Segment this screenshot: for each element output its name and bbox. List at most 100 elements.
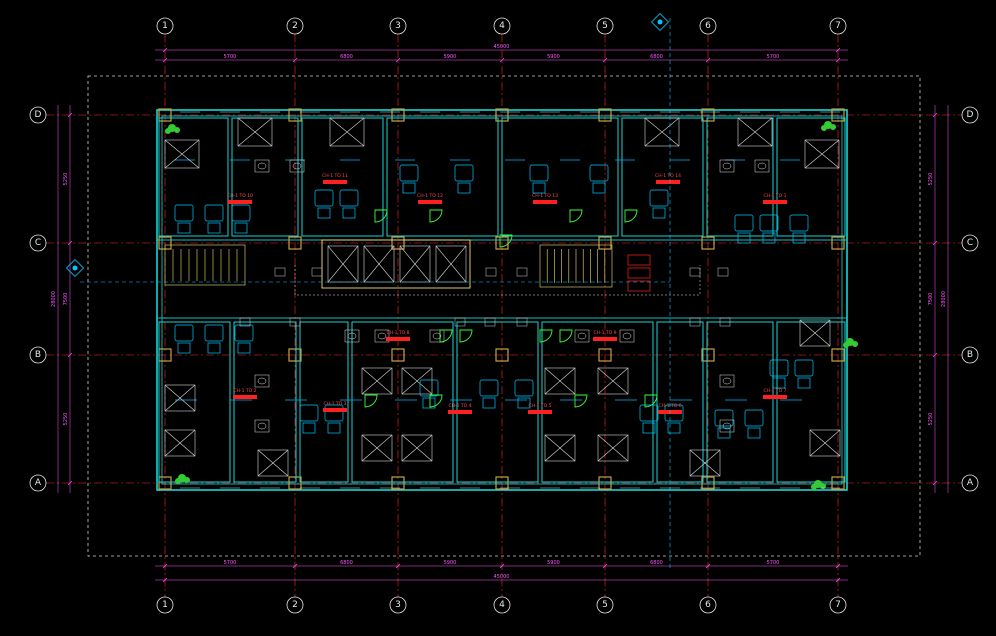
corridor-dashed — [294, 265, 701, 296]
bed-line — [237, 117, 273, 147]
grid-bubble-circle — [493, 17, 511, 35]
partitions — [158, 117, 846, 483]
sofa-set — [204, 204, 224, 234]
plant — [811, 480, 826, 490]
fixture — [574, 329, 590, 343]
sofa — [299, 404, 319, 422]
plant — [821, 121, 836, 131]
fixture-bowl — [622, 332, 632, 340]
sofa-set — [234, 324, 254, 354]
bed — [737, 117, 773, 147]
door-swing — [624, 209, 638, 223]
bed-frame — [401, 367, 433, 395]
bed-line — [644, 117, 680, 147]
table — [737, 232, 751, 244]
unit-tag-label: CH-1 TO 1 — [763, 193, 786, 199]
grid-bubble-label: 2 — [292, 600, 298, 610]
door-swing — [429, 394, 443, 408]
unit-tag-label: CH-1 TO 11 — [322, 173, 348, 179]
bed-frame — [544, 367, 576, 395]
room-bottom — [299, 321, 349, 483]
table — [772, 377, 786, 389]
dim-tick — [932, 480, 938, 486]
sofa — [769, 359, 789, 377]
dim-total: 45000 — [494, 574, 510, 580]
sofa — [234, 324, 254, 342]
dim-tick — [602, 563, 608, 569]
grid-bubble-bottom: 6 — [699, 596, 717, 614]
bed-line — [544, 367, 576, 395]
dim-tick — [162, 57, 168, 63]
dim-tick — [835, 563, 841, 569]
lobby-marker — [719, 317, 731, 327]
bed — [237, 117, 273, 147]
grid-bubble-top: 6 — [699, 17, 717, 35]
dim-value: 5700 — [767, 560, 780, 566]
dim-value: 7500 — [63, 293, 69, 306]
dim-tick — [602, 57, 608, 63]
sofa — [589, 164, 609, 182]
bed — [164, 384, 196, 412]
table — [592, 182, 606, 194]
room-bottom — [656, 321, 704, 483]
grid-bubble-circle — [829, 596, 847, 614]
sofa — [419, 379, 439, 397]
section-marker-dot — [657, 19, 663, 25]
grid-bubble-left: A — [29, 474, 47, 492]
door-swing — [429, 209, 443, 223]
bed-frame — [401, 434, 433, 462]
dim-tick — [67, 112, 73, 118]
sofa-set — [339, 189, 359, 219]
fixture — [374, 329, 390, 343]
fixture — [719, 159, 735, 173]
bed-line — [799, 319, 831, 347]
fixture — [429, 329, 445, 343]
dim-value: 5900 — [444, 54, 457, 60]
sofa — [744, 409, 764, 427]
bed-frame — [809, 429, 841, 457]
elevator-x — [327, 245, 359, 283]
table — [762, 232, 776, 244]
room-top — [706, 117, 774, 237]
grid-bubble-circle — [961, 234, 979, 252]
fixture-bowl — [722, 377, 732, 385]
unit-tag: CH-1 TO 10 — [227, 193, 253, 204]
dim-value: 5700 — [224, 54, 237, 60]
fixture-bowl — [377, 332, 387, 340]
unit-tag: CH-1 TO 13 — [532, 193, 558, 204]
column — [701, 108, 715, 122]
unit-tag-bar — [233, 395, 257, 399]
plant-leaf — [843, 342, 849, 348]
unit-tag-bar — [533, 200, 557, 204]
sofa-set — [664, 404, 684, 434]
grid-bubble-label: D — [35, 110, 42, 120]
grid-bubble-label: 5 — [602, 21, 608, 31]
grid-bubble-circle — [29, 234, 47, 252]
grid-bubble-label: 3 — [395, 600, 401, 610]
dim-value: 6800 — [340, 560, 353, 566]
column — [831, 348, 845, 362]
unit-tag: CH-1 TO 5 — [528, 403, 552, 414]
elevator-core — [321, 239, 471, 289]
room-top — [501, 117, 619, 237]
table — [747, 427, 761, 439]
planters — [165, 121, 858, 490]
grid-bubble-circle — [156, 17, 174, 35]
grid-bubble-label: B — [35, 350, 41, 360]
grid-bubble-circle — [961, 474, 979, 492]
bed-line — [361, 367, 393, 395]
grid-bubble-left: C — [29, 234, 47, 252]
dim-tick — [162, 47, 168, 53]
unit-tag-bar — [386, 337, 410, 341]
fixture-bowl — [257, 422, 267, 430]
unit-tag-label: CH-1 TO 14 — [655, 173, 681, 179]
grid-bubble-label: D — [967, 110, 974, 120]
door-swing — [569, 209, 583, 223]
dim-value: 5250 — [63, 413, 69, 426]
bed-line — [401, 434, 433, 462]
table — [667, 422, 681, 434]
fixture — [719, 374, 735, 388]
dim-tick — [395, 57, 401, 63]
table — [797, 377, 811, 389]
fixture — [344, 329, 360, 343]
